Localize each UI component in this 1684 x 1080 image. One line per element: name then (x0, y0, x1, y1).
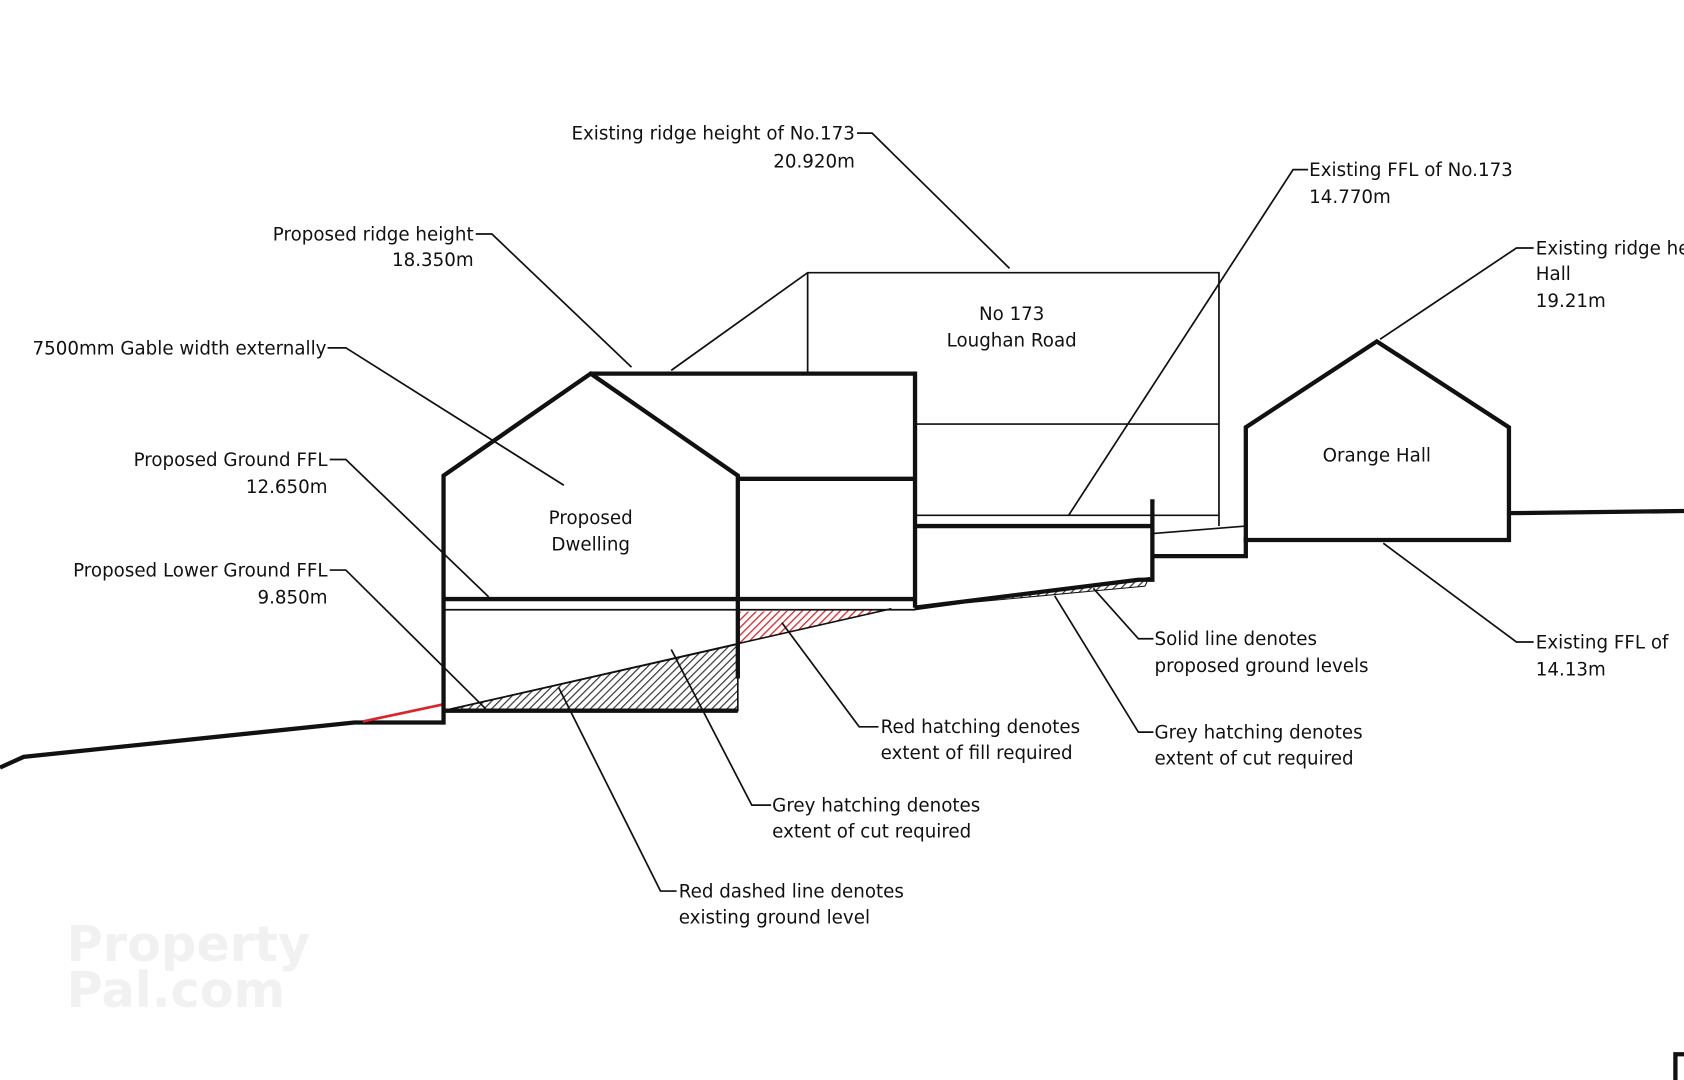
svg-text:Proposed Ground FFL: Proposed Ground FFL (134, 450, 329, 471)
svg-text:Existing FFL of: Existing FFL of (1536, 632, 1669, 653)
annotation-hall-ridge: Existing ridge he Hall 19.21m (1536, 238, 1684, 312)
svg-text:extent of cut required: extent of cut required (1155, 748, 1354, 769)
annotation-existing-ffl-173: Existing FFL of No.173 14.770m (1309, 160, 1513, 208)
svg-text:Pal.com: Pal.com (67, 961, 286, 1019)
svg-text:14.770m: 14.770m (1309, 187, 1391, 208)
existing-ground-red-line (362, 702, 444, 723)
orange-hall-building (1243, 338, 1512, 543)
no173-building (670, 271, 1248, 610)
svg-text:Red dashed line denotes: Red dashed line denotes (679, 881, 904, 902)
proposed-dwelling (441, 370, 918, 725)
svg-text:Grey hatching denotes: Grey hatching denotes (772, 796, 980, 817)
proposed-ground-line-right (1508, 508, 1684, 516)
annotation-proposed-lower-ffl: Proposed Lower Ground FFL 9.850m (73, 561, 328, 609)
svg-text:14.13m: 14.13m (1536, 659, 1606, 680)
orange-hall-label: Orange Hall (1323, 446, 1431, 467)
annotation-red-dashed: Red dashed line denotes existing ground … (679, 881, 904, 928)
title-block-corner (1673, 1052, 1684, 1080)
annotation-grey-hatch-left: Grey hatching denotes extent of cut requ… (772, 796, 980, 843)
leader-lines (327, 132, 1534, 892)
annotation-hall-ffl: Existing FFL of 14.13m (1536, 632, 1669, 680)
svg-text:Existing FFL of No.173: Existing FFL of No.173 (1309, 160, 1513, 181)
annotation-grey-hatch-right: Grey hatching denotes extent of cut requ… (1155, 723, 1363, 770)
svg-text:existing ground level: existing ground level (679, 907, 870, 928)
svg-text:proposed ground levels: proposed ground levels (1155, 656, 1369, 677)
annotation-red-hatch: Red hatching denotes extent of fill requ… (881, 717, 1080, 764)
svg-text:Property: Property (67, 915, 310, 973)
svg-text:Solid line denotes: Solid line denotes (1155, 629, 1317, 650)
svg-text:12.650m: 12.650m (246, 477, 328, 498)
watermark-logo: Property Pal.com (67, 915, 310, 1019)
svg-text:Existing ridge height of No.17: Existing ridge height of No.173 (571, 124, 854, 145)
svg-text:extent of fill required: extent of fill required (881, 743, 1073, 764)
svg-text:18.350m: 18.350m (392, 250, 474, 271)
proposed-dwelling-label-line2: Dwelling (551, 535, 630, 556)
annotation-proposed-ridge: Proposed ridge height 18.350m (273, 224, 474, 271)
annotation-existing-ridge-173: Existing ridge height of No.173 20.920m (571, 124, 854, 173)
no173-label-line1: No 173 (979, 304, 1044, 325)
svg-text:Existing ridge he: Existing ridge he (1536, 238, 1684, 259)
svg-text:Proposed ridge height: Proposed ridge height (273, 224, 474, 245)
svg-text:extent of cut required: extent of cut required (772, 821, 971, 842)
proposed-ground-line-left (0, 720, 444, 770)
existing-ground-slope (443, 607, 892, 712)
svg-text:Proposed Lower Ground FFL: Proposed Lower Ground FFL (73, 561, 328, 582)
no173-label-line2: Loughan Road (947, 331, 1077, 352)
proposed-dwelling-label-line1: Proposed (549, 508, 633, 529)
svg-text:Hall: Hall (1536, 264, 1571, 285)
annotation-gable-width: 7500mm Gable width externally (33, 338, 327, 359)
svg-text:Red hatching denotes: Red hatching denotes (881, 717, 1080, 738)
svg-text:19.21m: 19.21m (1536, 291, 1606, 312)
svg-text:Grey hatching denotes: Grey hatching denotes (1155, 723, 1363, 744)
annotation-proposed-ground-ffl: Proposed Ground FFL 12.650m (134, 450, 329, 498)
svg-text:20.920m: 20.920m (773, 151, 855, 172)
svg-text:9.850m: 9.850m (258, 587, 328, 608)
annotation-solid-line: Solid line denotes proposed ground level… (1155, 629, 1369, 677)
